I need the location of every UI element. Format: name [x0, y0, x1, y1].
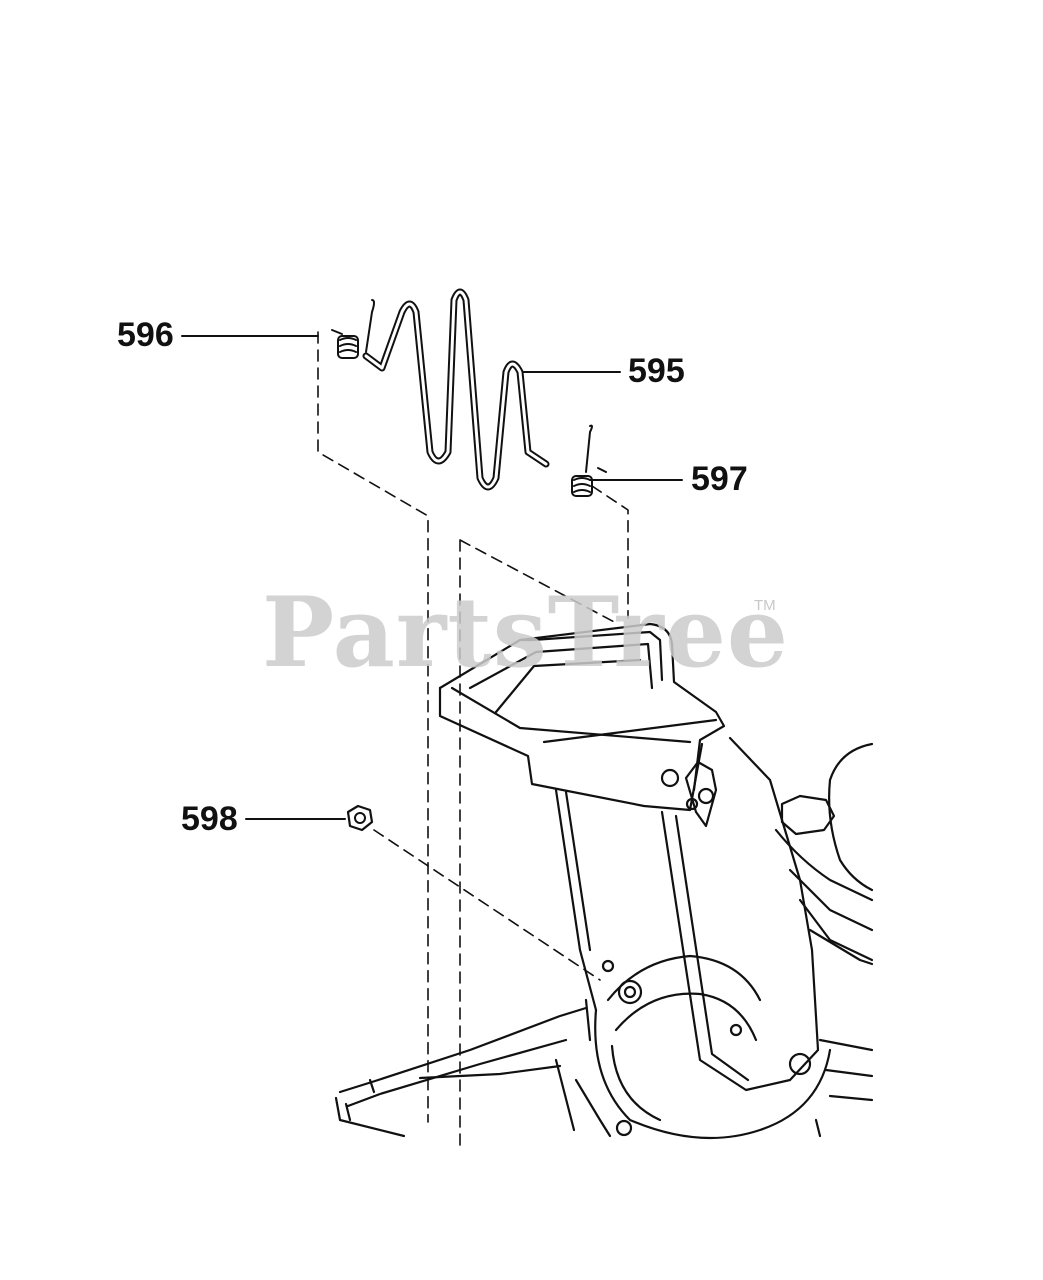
chute-deflector — [438, 622, 726, 828]
control-rod — [334, 998, 592, 1138]
watermark-trademark: TM — [754, 597, 776, 614]
spring-597 — [571, 424, 607, 497]
callout-597: 597 — [691, 460, 748, 498]
deflector-wire-595-inner — [364, 290, 548, 489]
engine-housing — [774, 742, 874, 1138]
deflector-wire-595 — [362, 288, 550, 491]
watermark: PartsTree — [262, 576, 789, 689]
assembly-line-nut — [373, 829, 601, 981]
spring-596 — [331, 299, 375, 359]
assembly-line-right — [591, 485, 629, 619]
callout-598: 598 — [181, 800, 238, 838]
assembly-line-chute — [459, 539, 619, 1149]
chute-base-ring — [574, 954, 832, 1140]
callout-596: 596 — [117, 316, 174, 354]
nut-598 — [346, 804, 374, 832]
assembly-line-left — [317, 331, 429, 1123]
callout-595: 595 — [628, 352, 685, 390]
chute-body — [554, 736, 820, 1092]
